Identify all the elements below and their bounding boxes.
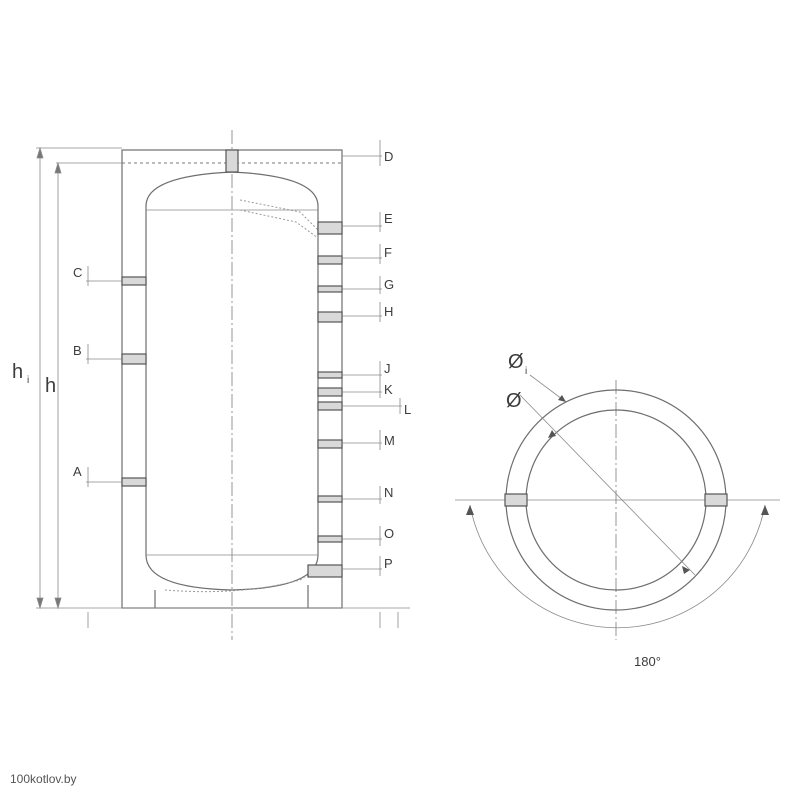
label-l: L: [404, 402, 411, 417]
port-c-pipe: [121, 276, 147, 286]
port-o-pipe: [317, 535, 343, 543]
label-diameter-inner: Ø: [508, 351, 524, 373]
label-d: D: [384, 149, 393, 164]
port-e-pipe: [317, 221, 343, 235]
label-m: M: [384, 433, 395, 448]
side-view: A B C D E F G H J K L M N O P h i h: [12, 130, 411, 640]
port-n-pipe: [317, 495, 343, 503]
label-n: N: [384, 485, 393, 500]
label-f: F: [384, 245, 392, 260]
upper-internal-pipe: [239, 199, 319, 239]
port-g-pipe: [317, 285, 343, 293]
label-h: H: [384, 304, 393, 319]
height-dimensions: [36, 140, 410, 628]
port-j-pipe: [317, 371, 343, 379]
port-k-pipe: [317, 387, 343, 397]
top-left-port: [504, 493, 528, 507]
port-f-pipe: [317, 255, 343, 265]
port-a-pipe: [121, 477, 147, 487]
label-j: J: [384, 361, 391, 376]
port-m-pipe: [317, 439, 343, 449]
label-o: O: [384, 526, 394, 541]
inner-tank: [145, 171, 319, 591]
label-p: P: [384, 556, 393, 571]
label-b: B: [73, 343, 82, 358]
right-leaders: [342, 146, 402, 576]
label-diameter: Ø: [506, 390, 522, 412]
label-height: h: [45, 375, 56, 397]
port-p-pipe: [307, 564, 343, 578]
label-a: A: [73, 464, 82, 479]
label-g: G: [384, 277, 394, 292]
label-k: K: [384, 382, 393, 397]
top-view: Ø i Ø 180°: [455, 351, 780, 669]
left-leaders: [86, 266, 122, 487]
label-c: C: [73, 265, 82, 280]
angle-arc: [469, 504, 766, 629]
port-d-pipe: [225, 149, 239, 173]
port-h-pipe: [317, 311, 343, 323]
port-l-pipe: [317, 401, 343, 411]
label-e: E: [384, 211, 393, 226]
label-height-inner-sub: i: [27, 375, 29, 386]
label-angle: 180°: [634, 654, 661, 669]
top-right-port: [704, 493, 728, 507]
lower-internal-pipe: [164, 567, 319, 593]
watermark: 100kotlov.by: [10, 772, 77, 786]
label-diameter-inner-sub: i: [525, 366, 527, 377]
diameter-line: [519, 394, 696, 576]
label-height-inner: h: [12, 361, 23, 383]
port-b-pipe: [121, 353, 147, 365]
